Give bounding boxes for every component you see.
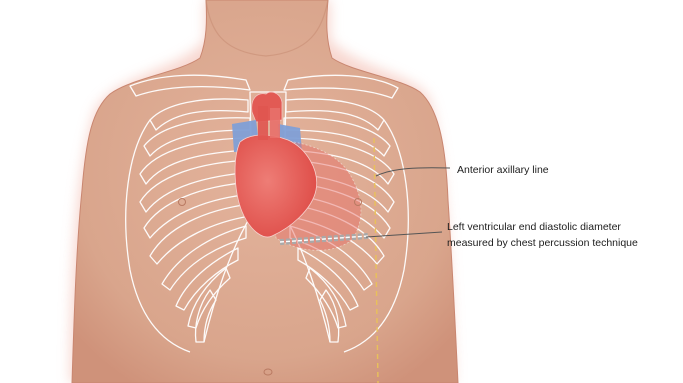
lved-label-line-2: measured by chest percussion technique bbox=[447, 235, 638, 251]
anterior-axillary-line-label: Anterior axillary line bbox=[457, 162, 549, 178]
lved-label-line-1: Left ventricular end diastolic diameter bbox=[447, 219, 638, 235]
lved-label: Left ventricular end diastolic diameter … bbox=[447, 219, 638, 251]
